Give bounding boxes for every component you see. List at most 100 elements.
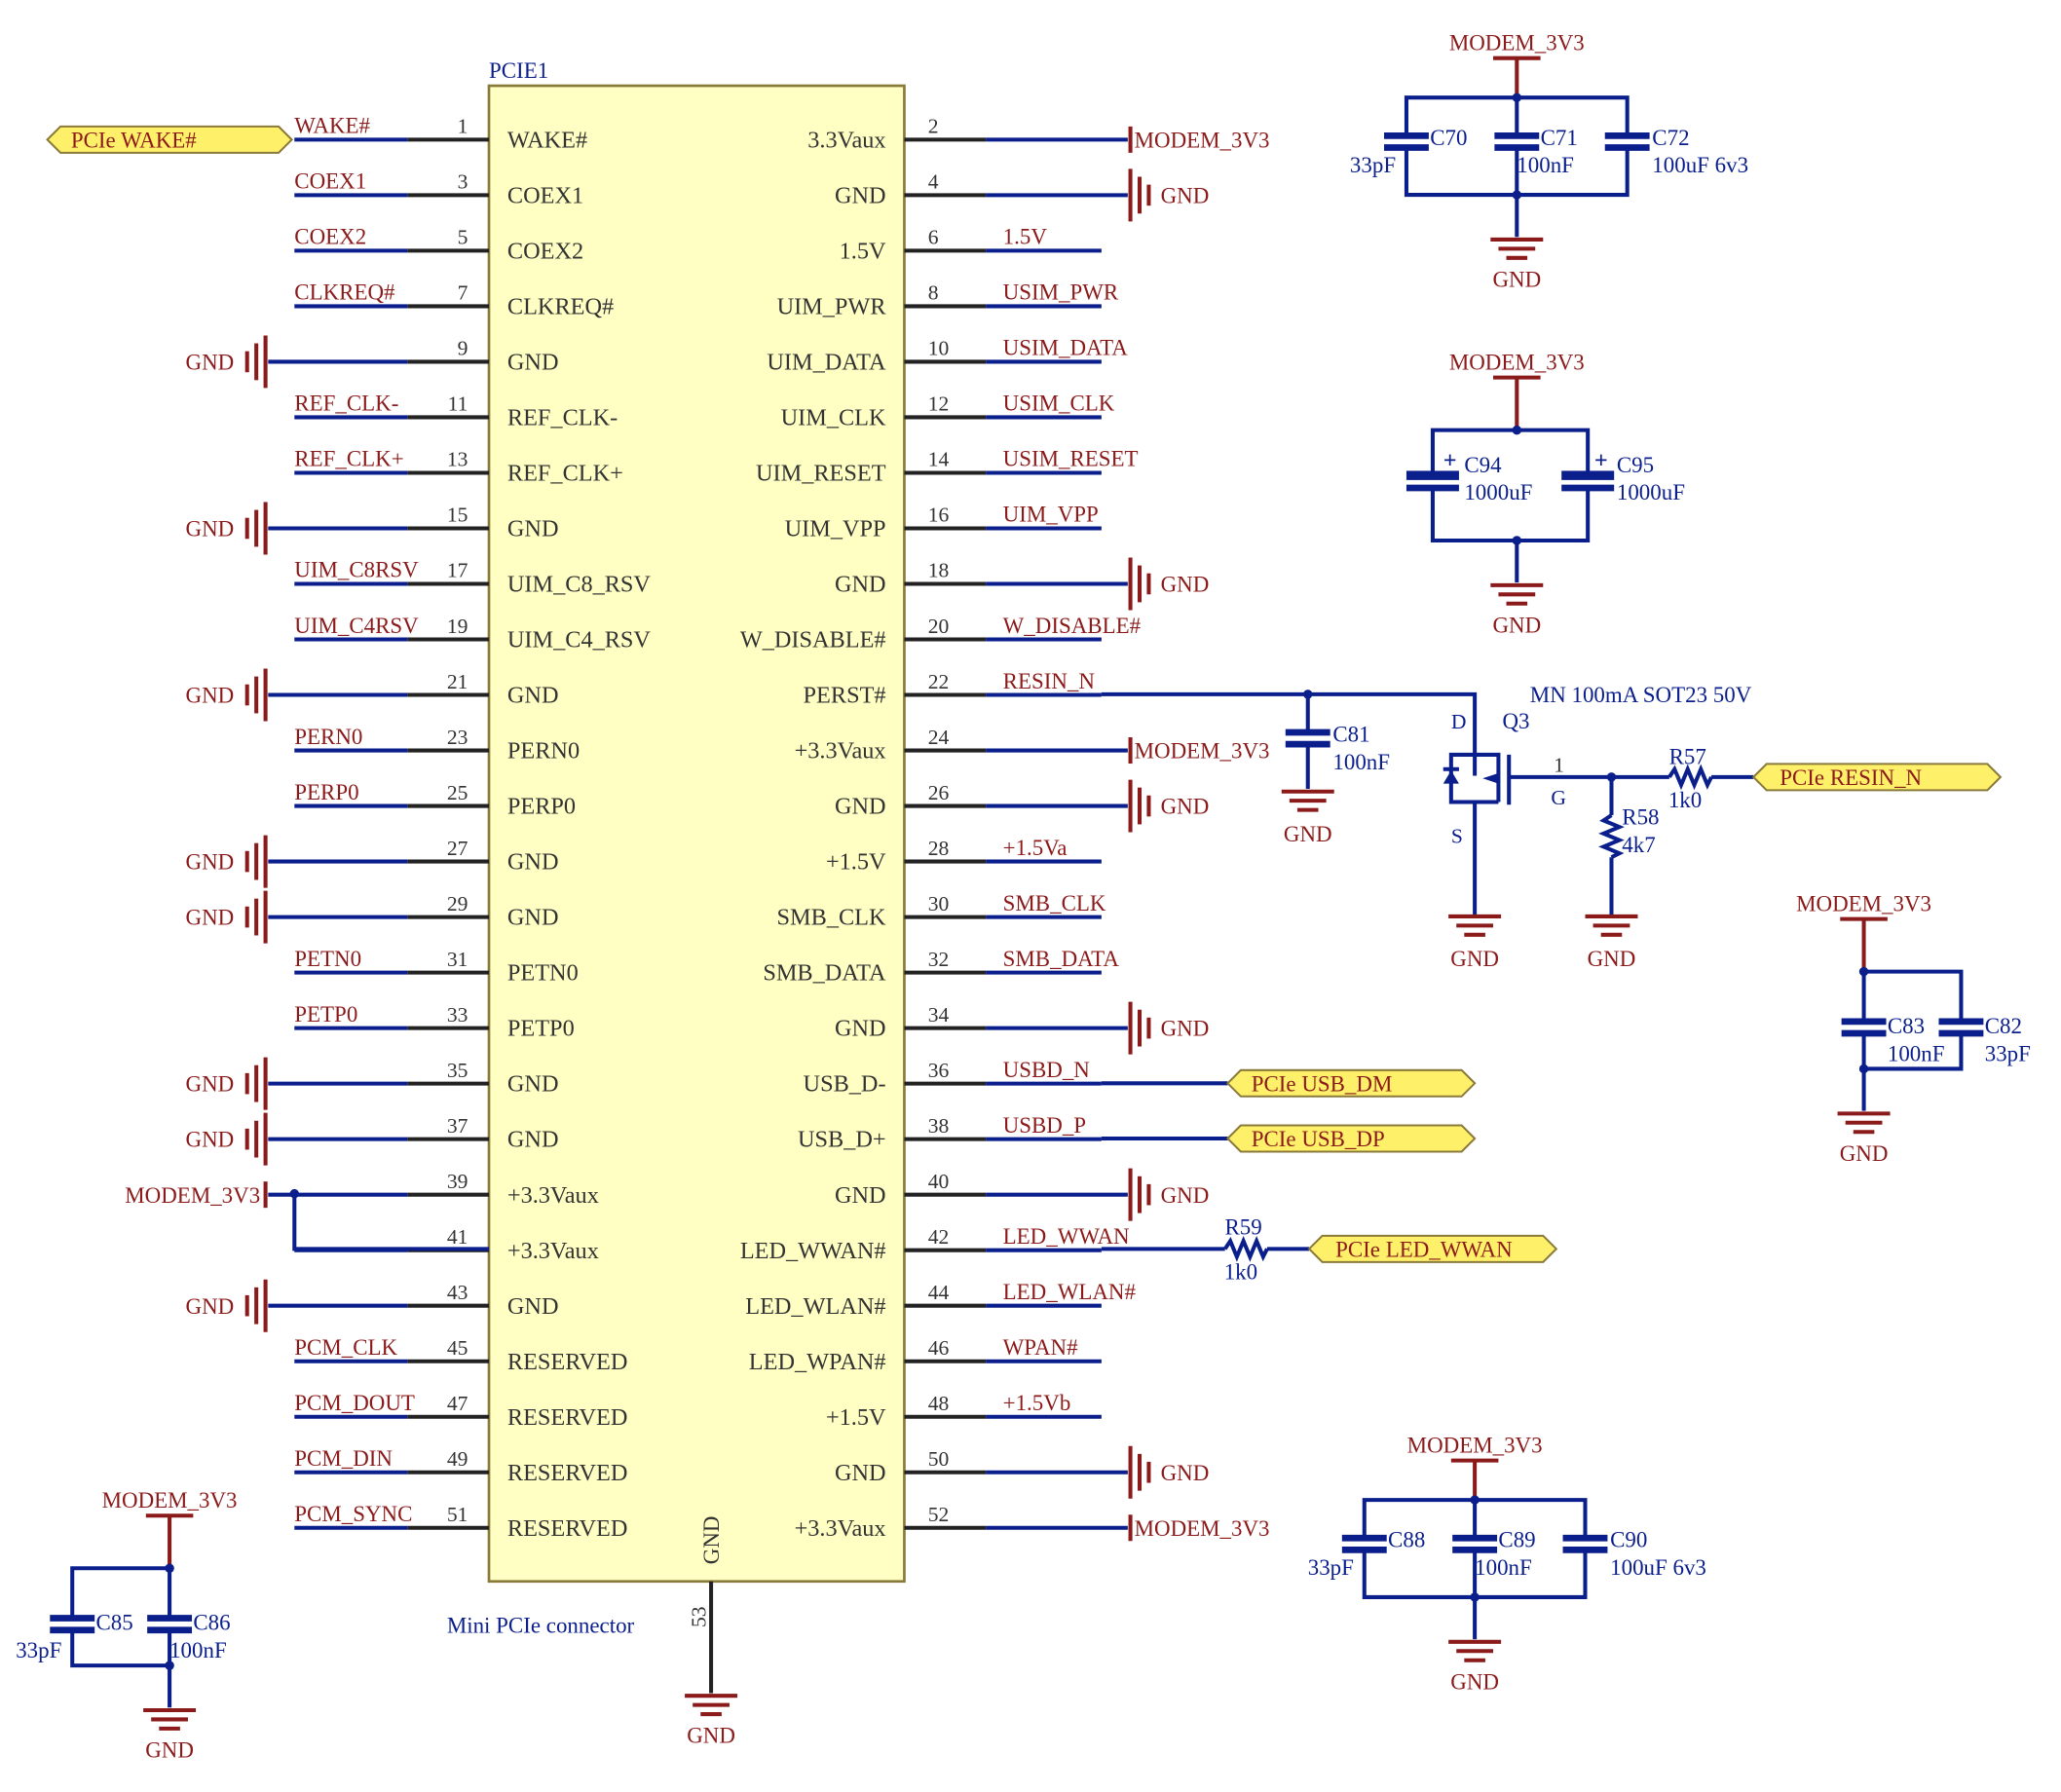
ground-symbol xyxy=(244,890,268,944)
wake-port[interactable]: PCIe WAKE# xyxy=(46,125,294,154)
ground-symbol xyxy=(1128,779,1151,833)
c86-capacitor[interactable]: C86 100nF xyxy=(147,1611,231,1662)
svg-text:100nF: 100nF xyxy=(169,1638,227,1662)
r57-resistor[interactable]: R57 1k0 xyxy=(1611,744,1754,812)
svg-text:PCIe WAKE#: PCIe WAKE# xyxy=(71,128,197,152)
ground-symbol xyxy=(244,502,268,555)
c82-capacitor[interactable]: C82 33pF xyxy=(1938,1014,2031,1065)
r58-resistor[interactable]: R58 4k7 xyxy=(1598,772,1660,915)
q3-mosfet[interactable]: MN 100mA SOT23 50V Q3 D S G 1 xyxy=(1443,683,1752,915)
power-label-39: MODEM_3V3 xyxy=(125,1183,260,1208)
c94-capacitor[interactable]: + C94 1000uF xyxy=(1405,448,1532,504)
net-label-38: USBD_P xyxy=(1003,1113,1086,1138)
resin-port[interactable]: PCIe RESIN_N xyxy=(1751,763,2003,792)
c83-capacitor[interactable]: C83 100nF xyxy=(1841,1014,1945,1065)
pin-51-number: 51 xyxy=(447,1503,468,1526)
net-label-22: RESIN_N xyxy=(1003,669,1096,693)
pin-39-name: +3.3Vaux xyxy=(507,1182,599,1209)
pin-14-number: 14 xyxy=(928,448,950,471)
net-label-42: LED_WWAN xyxy=(1003,1224,1130,1249)
r58-ground-symbol xyxy=(1585,914,1638,937)
c95-capacitor[interactable]: + C95 1000uF xyxy=(1561,448,1685,504)
usb-dp-port[interactable]: PCIe USB_DP xyxy=(1101,1124,1477,1153)
svg-text:C72: C72 xyxy=(1652,126,1689,150)
c72-capacitor[interactable]: C72 100uF 6v3 xyxy=(1604,126,1748,177)
pin-18-number: 18 xyxy=(928,559,950,582)
c89-capacitor[interactable]: C89 100nF xyxy=(1452,1528,1536,1580)
connector-body[interactable] xyxy=(487,84,906,1584)
net-label-16: UIM_VPP xyxy=(1003,503,1099,527)
power-label-52: MODEM_3V3 xyxy=(1135,1516,1270,1541)
pin-49-name: RESERVED xyxy=(507,1460,628,1486)
svg-text:100uF 6v3: 100uF 6v3 xyxy=(1610,1555,1706,1580)
ground-label-18: GND xyxy=(1161,573,1210,597)
ground-label-27: GND xyxy=(186,850,235,875)
pin-52-name: +3.3Vaux xyxy=(795,1515,886,1542)
ground-symbol xyxy=(1128,1001,1151,1055)
c70-capacitor[interactable]: C70 33pF xyxy=(1350,126,1468,177)
r59-resistor[interactable]: R59 1k0 xyxy=(1101,1214,1310,1284)
cap-group-bulk-power-label: MODEM_3V3 xyxy=(1449,351,1585,375)
led-wwan-port[interactable]: PCIe LED_WWAN xyxy=(1307,1234,1558,1263)
pin-34-number: 34 xyxy=(928,1003,950,1027)
c85-capacitor[interactable]: C85 33pF xyxy=(16,1611,133,1662)
c90-capacitor[interactable]: C90 100uF 6v3 xyxy=(1562,1528,1706,1580)
c88-capacitor[interactable]: C88 33pF xyxy=(1308,1528,1426,1580)
c81-capacitor[interactable]: C81 100nF xyxy=(1285,693,1390,790)
usb-dm-port[interactable]: PCIe USB_DM xyxy=(1101,1068,1477,1098)
svg-text:S: S xyxy=(1451,824,1463,847)
c71-capacitor[interactable]: C71 100nF xyxy=(1494,126,1578,177)
